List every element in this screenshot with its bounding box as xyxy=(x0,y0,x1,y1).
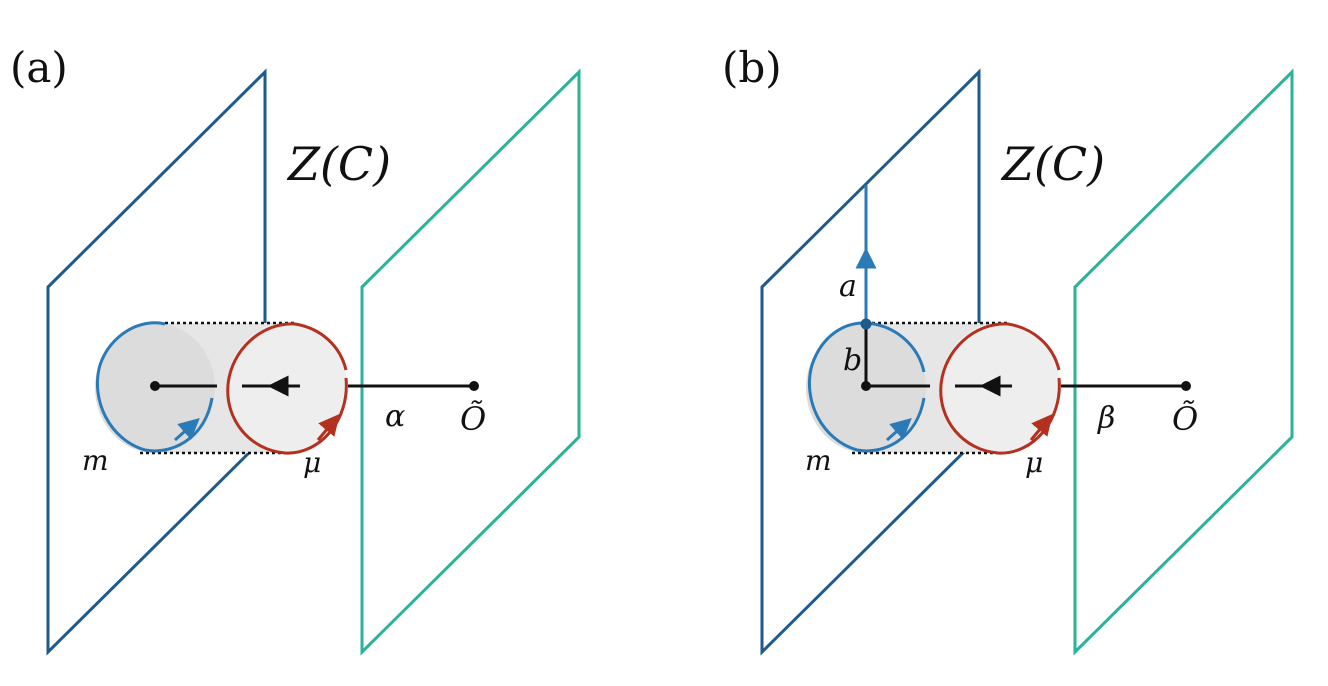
operator-dot-a xyxy=(469,381,479,391)
right-plane-a xyxy=(360,68,581,656)
alpha-label-a: α xyxy=(385,399,405,434)
m-loop-arrow-b xyxy=(886,418,912,442)
beta-label-b: β xyxy=(1097,401,1115,436)
panel-b: (b) Z(C) a b m μ xyxy=(722,43,1294,656)
junction-dot-b xyxy=(860,318,872,330)
m-label-b: m xyxy=(805,444,832,477)
operator-label-b: Õ xyxy=(1172,400,1198,438)
origin-dot-a xyxy=(150,381,160,391)
mu-label-a: μ xyxy=(303,446,321,479)
bulk-label-b: Z(C) xyxy=(1000,137,1105,191)
panel-a: (a) Z(C) m μ α Õ xyxy=(10,43,581,656)
mu-label-b: μ xyxy=(1025,446,1043,479)
m-loop-a xyxy=(95,321,214,453)
b-label-b: b xyxy=(843,343,862,378)
mu-loop-arrow-a xyxy=(316,413,340,441)
mu-loop-a xyxy=(226,322,348,455)
m-label-a: m xyxy=(82,444,109,477)
m-loop-arrow-a xyxy=(174,418,200,442)
right-plane-b xyxy=(1073,68,1294,656)
mu-loop-arrow-b xyxy=(1029,413,1053,441)
operator-dot-b xyxy=(1181,381,1191,391)
m-loop-b xyxy=(807,321,926,453)
origin-dot-b xyxy=(861,381,871,391)
panel-label-b: (b) xyxy=(722,43,782,92)
a-label-b: a xyxy=(839,269,857,304)
panel-label-a: (a) xyxy=(10,43,68,92)
operator-label-a: Õ xyxy=(460,400,486,438)
mu-loop-b xyxy=(939,322,1061,455)
bulk-label-a: Z(C) xyxy=(286,137,391,191)
